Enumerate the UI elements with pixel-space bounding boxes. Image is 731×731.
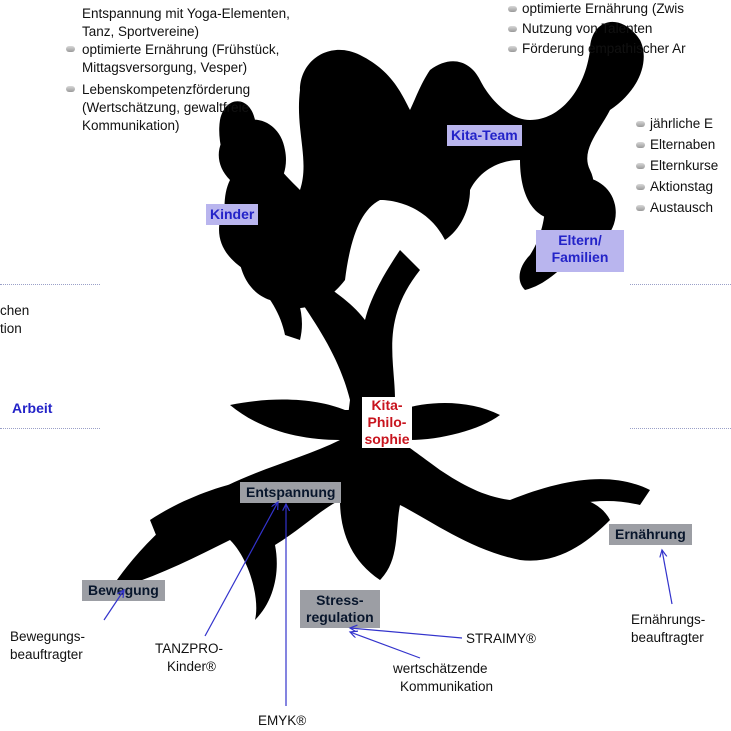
tree-root-left-tip xyxy=(150,480,250,545)
wertschaetzende-a: wertschätzende xyxy=(393,661,488,676)
separator-line xyxy=(630,428,731,429)
list-item: jährliche E xyxy=(636,115,718,133)
kita-philosophie-label: Kita- Philo- sophie xyxy=(362,397,412,448)
ernaehrung-beauftragter-b: beauftragter xyxy=(631,630,704,645)
tanzpro-b: Kinder® xyxy=(167,659,216,674)
tree-root-right-tip xyxy=(510,479,650,520)
ernaehrung-label: Ernährung xyxy=(609,524,692,545)
eltern-label-line1: Eltern/ xyxy=(558,232,602,248)
list-item: Nutzung von Talenten xyxy=(508,20,686,38)
top-left-line-2b: (Wertschätzung, gewaltfreie xyxy=(82,100,250,115)
left-fragment-b: tion xyxy=(0,321,22,336)
list-item: Austausch xyxy=(636,199,718,217)
list-item: Förderung empathischer Ar xyxy=(508,40,686,58)
wertschaetzende-b: Kommunikation xyxy=(400,679,494,694)
top-right-list: optimierte Ernährung (Zwis Nutzung von T… xyxy=(508,0,686,58)
separator-line xyxy=(0,284,100,285)
bullet-icon xyxy=(636,121,645,127)
top-left-line-2c: Kommunikation) xyxy=(82,118,180,133)
bullet-icon xyxy=(508,6,517,12)
emyk-label: EMYK® xyxy=(258,713,307,728)
right-list: jährliche E Elternaben Elternkurse Aktio… xyxy=(636,115,718,217)
bullet-icon xyxy=(636,142,645,148)
bewegung-label: Bewegung xyxy=(82,580,165,601)
tanzpro-a: TANZPRO- xyxy=(155,641,223,656)
bewegung-beauftragter-b: beauftragter xyxy=(10,647,83,662)
list-item: Elternaben xyxy=(636,136,718,154)
kinder-label: Kinder xyxy=(206,204,259,225)
bewegung-beauftragter-a: Bewegungs- xyxy=(10,629,86,644)
arbeit-label: Arbeit xyxy=(12,400,53,416)
straimy-label: STRAIMY® xyxy=(466,631,536,646)
stress-line1: Stress- xyxy=(316,592,364,608)
separator-line xyxy=(630,284,731,285)
bullet-icon xyxy=(636,205,645,211)
bullet-icon xyxy=(636,163,645,169)
tree-trunk xyxy=(300,250,420,440)
top-left-line-2a: Lebenskompetenzförderung xyxy=(82,82,251,97)
tree-left-arm xyxy=(219,220,302,340)
separator-line xyxy=(0,428,100,429)
philosophie-line3: sophie xyxy=(364,431,410,447)
list-item: Elternkurse xyxy=(636,157,718,175)
eltern-label-line2: Familien xyxy=(551,249,609,265)
top-left-line-0a: Entspannung mit Yoga-Elementen, xyxy=(82,6,290,21)
tree-canopy xyxy=(219,21,644,309)
bullet-icon xyxy=(66,86,75,92)
philosophie-line2: Philo- xyxy=(367,414,407,430)
bullet-icon xyxy=(66,46,75,52)
kita-team-label: Kita-Team xyxy=(447,125,522,146)
eltern-familien-label: Eltern/ Familien xyxy=(536,230,624,272)
top-left-line-1a: optimierte Ernährung (Frühstück, xyxy=(82,42,280,57)
list-item: Aktionstag xyxy=(636,178,718,196)
left-fragment-a: chen xyxy=(0,303,30,318)
bullet-icon xyxy=(508,46,517,52)
top-left-line-1b: Mittagsversorgung, Vesper) xyxy=(82,60,248,75)
ernaehrung-beauftragter-a: Ernährungs- xyxy=(631,612,706,627)
stress-line2: regulation xyxy=(306,609,374,625)
list-item: optimierte Ernährung (Zwis xyxy=(508,0,686,18)
top-left-line-0b: Tanz, Sportvereine) xyxy=(82,24,200,39)
philosophie-line1: Kita- xyxy=(371,397,403,413)
entspannung-label: Entspannung xyxy=(240,482,342,503)
bullet-icon xyxy=(636,184,645,190)
bullet-icon xyxy=(508,26,517,32)
stressregulation-label: Stress- regulation xyxy=(300,590,380,628)
